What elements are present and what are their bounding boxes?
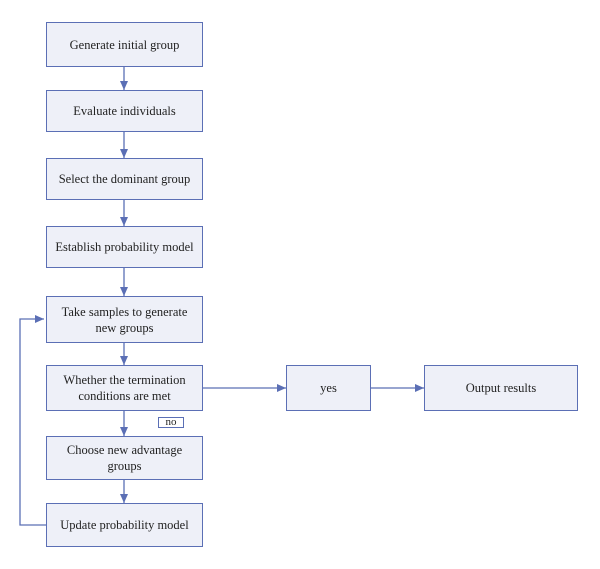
- step-choose-advantage-groups: Choose new advantage groups: [46, 436, 203, 480]
- step-update-probability-model: Update probability model: [46, 503, 203, 547]
- step-establish-label: Establish probability model: [55, 240, 194, 254]
- branch-yes-box: yes: [286, 365, 371, 411]
- step-generate-initial-group: Generate initial group: [46, 22, 203, 67]
- branch-no-label: no: [158, 417, 184, 428]
- step-select-label: Select the dominant group: [58, 172, 191, 186]
- output-results-label: Output results: [465, 381, 537, 395]
- step-select-dominant-group: Select the dominant group: [46, 158, 203, 200]
- decision-termination-check: Whether the termination conditions are m…: [46, 365, 203, 411]
- step-take-samples: Take samples to generate new groups: [46, 296, 203, 343]
- step-choose-label: Choose new advantage groups: [66, 443, 183, 473]
- step-sample-label: Take samples to generate new groups: [61, 304, 188, 335]
- decision-check-label: Whether the termination conditions are m…: [63, 373, 186, 403]
- output-results-box: Output results: [424, 365, 578, 411]
- step-generate-label: Generate initial group: [69, 37, 180, 52]
- step-evaluate-individuals: Evaluate individuals: [46, 90, 203, 132]
- branch-yes-label: yes: [320, 381, 337, 395]
- step-update-label: Update probability model: [60, 518, 189, 532]
- step-establish-probability-model: Establish probability model: [46, 226, 203, 268]
- step-evaluate-label: Evaluate individuals: [73, 104, 176, 118]
- loop-back-arrow: [19, 315, 46, 526]
